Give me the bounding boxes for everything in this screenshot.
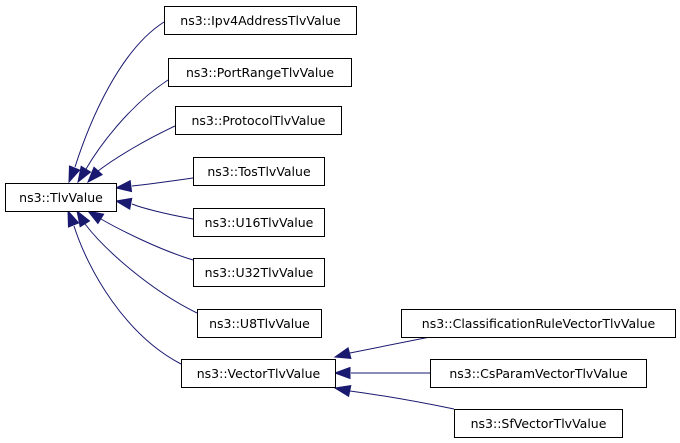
edge-u16-to-tlv (114, 197, 194, 220)
class-node-label: ns3::VectorTlvValue (197, 366, 321, 381)
class-node-box (5, 183, 117, 212)
inheritance-arrowhead-icon (86, 210, 105, 225)
class-node-box (193, 208, 325, 237)
class-node-label: ns3::U8TlvValue (209, 316, 310, 331)
class-node-label: ns3::Ipv4AddressTlvValue (180, 13, 341, 28)
inheritance-arrowhead-icon (76, 209, 91, 228)
inheritance-arrowhead-icon (333, 347, 352, 360)
class-node-box (401, 309, 676, 338)
class-node-box (193, 157, 325, 186)
class-node-ipv4[interactable]: ns3::Ipv4AddressTlvValue (164, 6, 357, 35)
inheritance-arrowhead-icon (68, 165, 81, 184)
edges-layer (67, 21, 455, 410)
edge-u32-to-tlv (86, 210, 194, 261)
edge-csparam-to-vector (333, 366, 430, 380)
edge-line (349, 390, 455, 410)
class-node-u32[interactable]: ns3::U32TlvValue (193, 258, 325, 287)
class-node-tlv[interactable]: ns3::TlvValue (5, 183, 117, 212)
class-node-box (454, 409, 623, 438)
class-node-box (193, 258, 325, 287)
class-node-label: ns3::U32TlvValue (205, 265, 314, 280)
class-node-label: ns3::TlvValue (19, 190, 103, 205)
edge-line (100, 218, 194, 261)
edge-ipv4-to-tlv (68, 21, 165, 184)
class-node-tos[interactable]: ns3::TosTlvValue (193, 157, 325, 186)
class-node-vector[interactable]: ns3::VectorTlvValue (181, 359, 336, 388)
inheritance-arrowhead-icon (333, 384, 352, 398)
edge-line (84, 223, 198, 314)
inheritance-arrowhead-icon (333, 366, 351, 380)
class-node-box (175, 106, 342, 135)
inheritance-arrowhead-icon (77, 165, 92, 184)
class-node-label: ns3::ProtocolTlvValue (191, 113, 325, 128)
class-node-label: ns3::SfVectorTlvValue (471, 416, 607, 431)
class-node-box (181, 359, 336, 388)
edge-tos-to-tlv (114, 177, 194, 193)
class-node-box (197, 309, 322, 338)
class-node-box (168, 58, 352, 87)
class-node-label: ns3::ClassificationRuleVectorTlvValue (422, 316, 656, 331)
class-node-box (430, 359, 647, 388)
edge-vector-to-tlv (67, 209, 182, 365)
nodes-layer: ns3::TlvValue ns3::Ipv4AddressTlvValuens3… (5, 6, 676, 438)
class-node-protocol[interactable]: ns3::ProtocolTlvValue (175, 106, 342, 135)
edge-line (349, 336, 431, 354)
edge-line (85, 79, 169, 170)
edge-line (74, 21, 165, 168)
edge-protocol-to-tlv (87, 125, 176, 184)
class-node-box (164, 6, 357, 35)
inheritance-arrowhead-icon (114, 197, 133, 210)
inheritance-arrowhead-icon (114, 179, 133, 193)
edge-line (97, 125, 176, 172)
edge-line (131, 177, 194, 187)
edge-classrule-to-vector (333, 336, 431, 360)
inheritance-arrowhead-icon (87, 166, 104, 184)
class-node-u16[interactable]: ns3::U16TlvValue (193, 208, 325, 237)
class-node-label: ns3::PortRangeTlvValue (186, 65, 334, 80)
class-node-classrule[interactable]: ns3::ClassificationRuleVectorTlvValue (401, 309, 676, 338)
class-node-csparam[interactable]: ns3::CsParamVectorTlvValue (430, 359, 647, 388)
class-node-sfvector[interactable]: ns3::SfVectorTlvValue (454, 409, 623, 438)
class-node-label: ns3::TosTlvValue (207, 164, 311, 179)
class-node-label: ns3::CsParamVectorTlvValue (449, 366, 628, 381)
class-node-u8[interactable]: ns3::U8TlvValue (197, 309, 322, 338)
class-node-label: ns3::U16TlvValue (205, 215, 314, 230)
edge-u8-to-tlv (76, 209, 198, 314)
edge-line (131, 203, 194, 220)
edge-portrange-to-tlv (77, 79, 169, 184)
inheritance-arrowhead-icon (67, 209, 80, 228)
edge-sfvector-to-vector (333, 384, 455, 410)
class-node-portrange[interactable]: ns3::PortRangeTlvValue (168, 58, 352, 87)
edge-line (73, 225, 182, 365)
